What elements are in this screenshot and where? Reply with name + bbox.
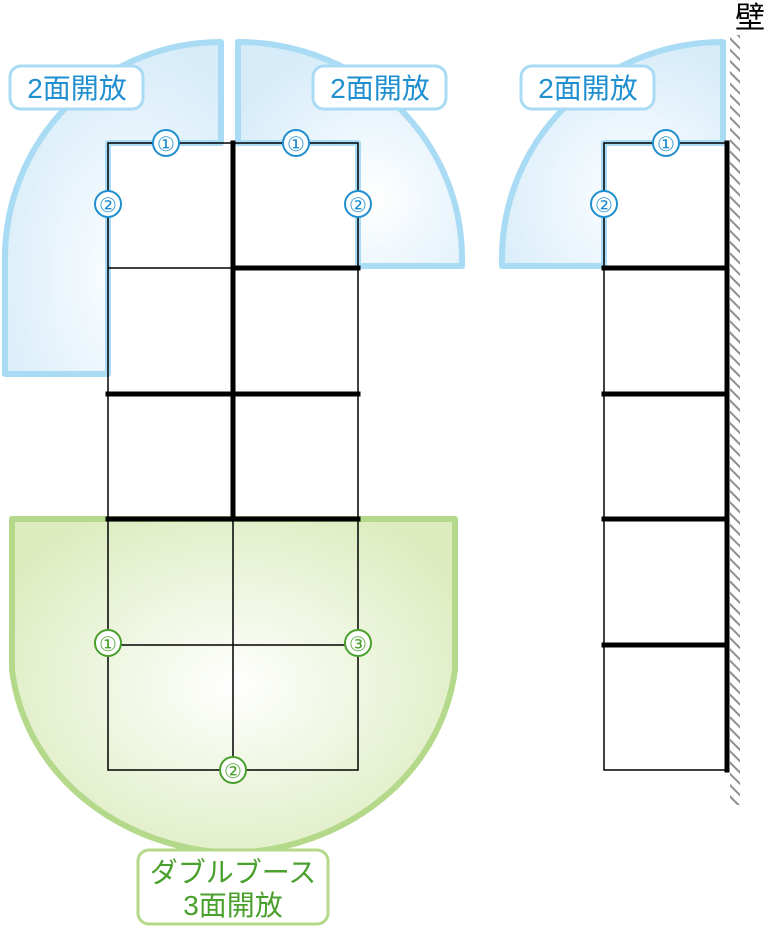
wall xyxy=(730,35,740,805)
svg-text:②: ② xyxy=(99,195,117,217)
label-double-booth: ダブルブース 3面開放 xyxy=(136,848,330,926)
open-area-wall xyxy=(499,39,726,269)
svg-text:②: ② xyxy=(224,761,242,783)
label-open2-right: 2面開放 xyxy=(311,64,448,111)
marker-b5: ① xyxy=(652,129,680,157)
svg-text:①: ① xyxy=(99,634,117,656)
marker-b2: ② xyxy=(94,190,122,218)
label-open2-left: 2面開放 xyxy=(8,64,145,111)
open-area-right xyxy=(235,39,465,269)
svg-text:③: ③ xyxy=(349,634,367,656)
label-open2-right-text: 2面開放 xyxy=(330,73,430,104)
svg-text:②: ② xyxy=(349,195,367,217)
svg-text:①: ① xyxy=(287,134,305,156)
booth-partitions-wall xyxy=(601,140,730,773)
marker-g1: ① xyxy=(94,629,122,657)
marker-b1: ① xyxy=(152,129,180,157)
svg-text:①: ① xyxy=(657,134,675,156)
marker-g2: ② xyxy=(219,756,247,784)
svg-text:②: ② xyxy=(595,195,613,217)
label-open2-left-text: 2面開放 xyxy=(27,73,127,104)
marker-g3: ③ xyxy=(344,629,372,657)
label-open2-wall: 2面開放 xyxy=(519,64,656,111)
label-open2-wall-text: 2面開放 xyxy=(538,73,638,104)
open-area-left xyxy=(2,39,224,377)
label-double-booth-line2: 3面開放 xyxy=(183,890,283,921)
label-double-booth-line1: ダブルブース xyxy=(150,857,317,888)
booth-grid-wall xyxy=(603,142,728,771)
booth-partitions-left xyxy=(105,140,361,522)
svg-text:①: ① xyxy=(157,134,175,156)
marker-b6: ② xyxy=(590,190,618,218)
wall-label: 壁 xyxy=(735,2,765,35)
marker-b3: ① xyxy=(282,129,310,157)
marker-b4: ② xyxy=(344,190,372,218)
